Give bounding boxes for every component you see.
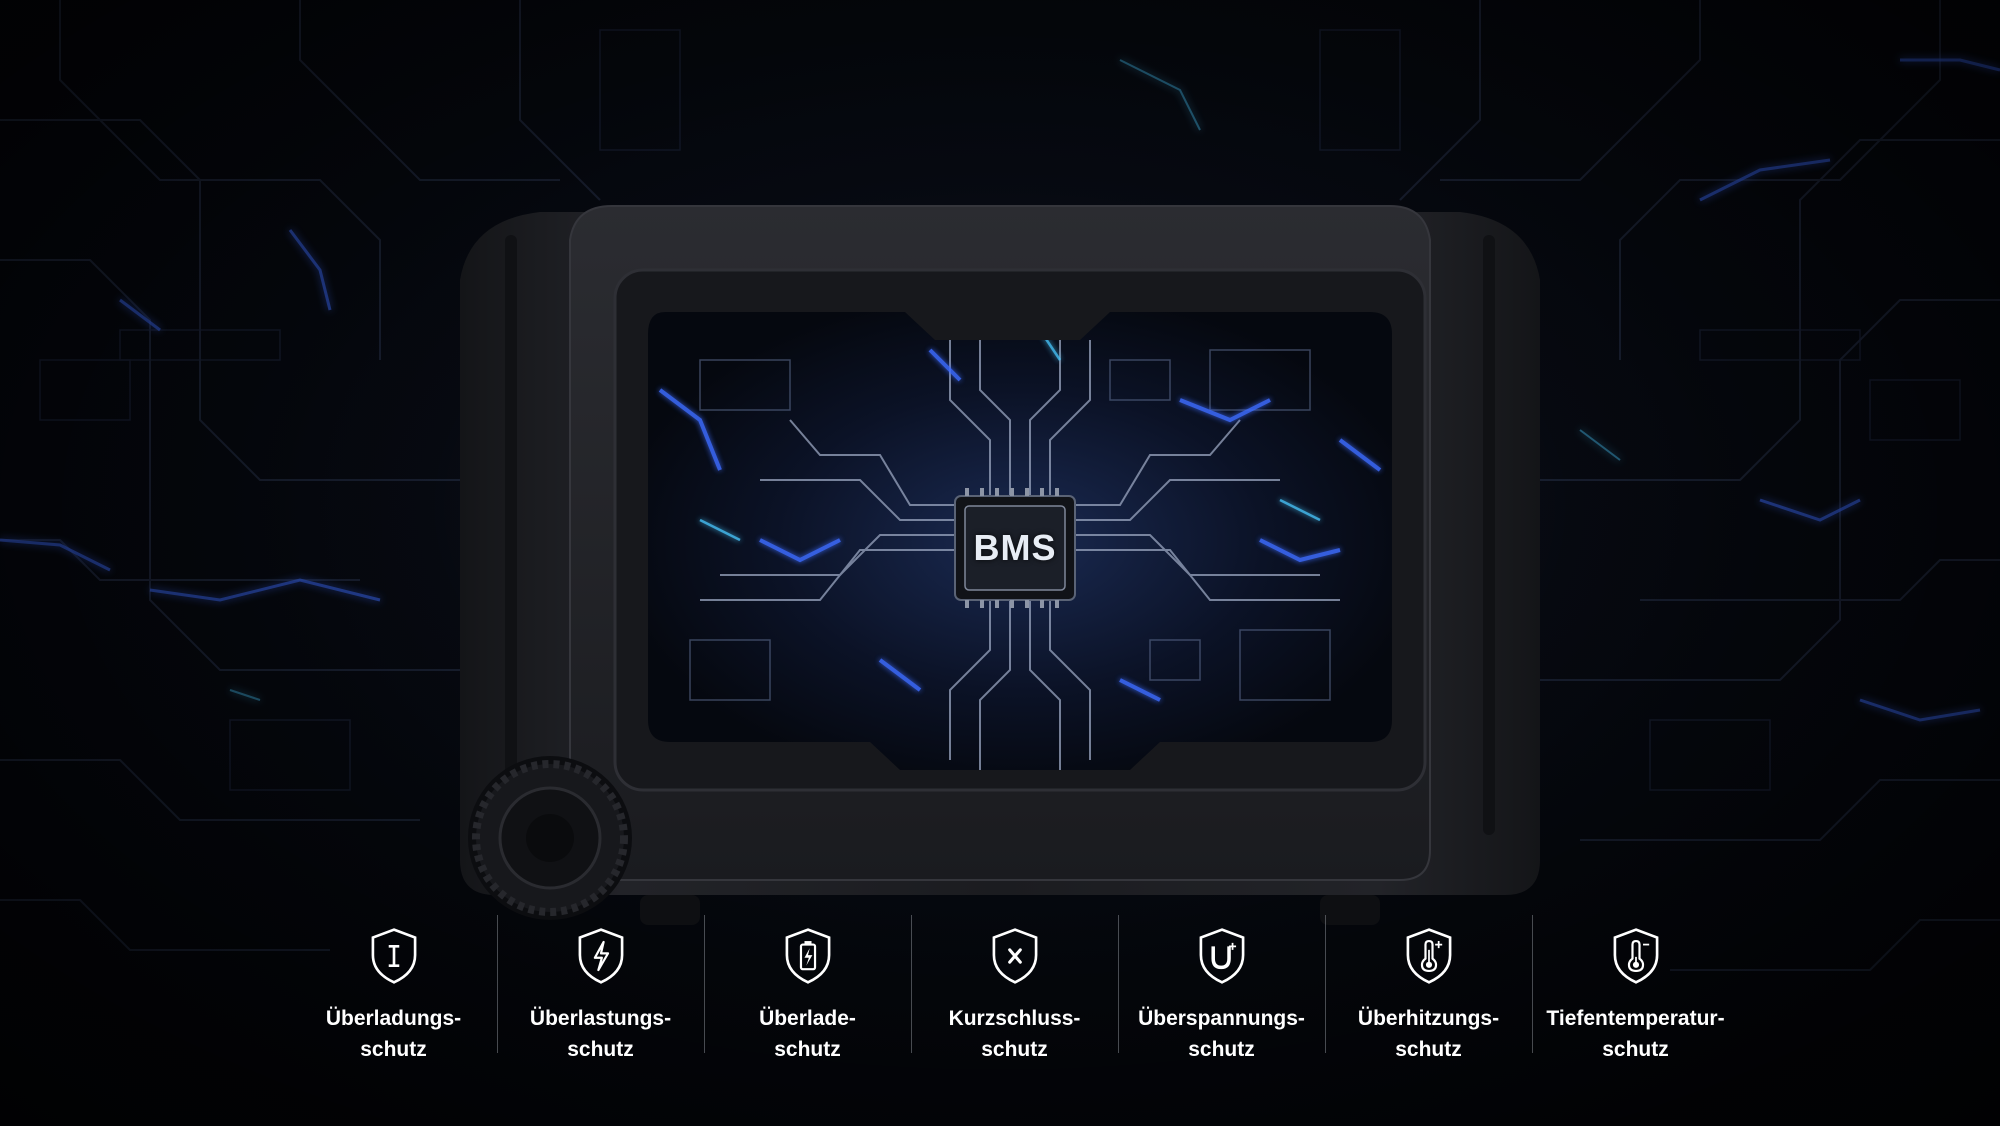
feature-label: Überlastungs- schutz [529, 1007, 672, 1061]
feature-short-circuit-protection: Kurzschluss- schutz [911, 915, 1118, 1065]
feature-label: Kurzschluss- schutz [948, 1007, 1081, 1061]
feature-overheat-protection: Überhitzungs- schutz [1325, 915, 1532, 1065]
battery-charge-shield-icon [785, 928, 830, 984]
feature-label: Überlade- schutz [759, 1007, 856, 1061]
feature-label: Überladungs- schutz [325, 1007, 462, 1061]
feature-label: Tiefentemperatur- schutz [1546, 1007, 1725, 1061]
feature-label: Überhitzungs- schutz [1357, 1007, 1500, 1061]
overvoltage-shield-icon [1199, 928, 1244, 984]
lightning-shield-icon [578, 928, 623, 984]
short-circuit-shield-icon [992, 928, 1037, 984]
feature-overcharge-protection: Überladungs- schutz [290, 915, 497, 1065]
feature-charging-protection: Überlade- schutz [704, 915, 911, 1065]
current-shield-icon [371, 928, 416, 984]
low-temperature-shield-icon [1613, 928, 1658, 984]
feature-label: Überspannungs- schutz [1138, 1007, 1305, 1061]
feature-overvoltage-protection: Überspannungs- schutz [1118, 915, 1325, 1065]
protection-features: Überladungs- schutz Überlastungs- schutz [290, 915, 1740, 1065]
feature-overload-protection: Überlastungs- schutz [497, 915, 704, 1065]
overheat-shield-icon [1406, 928, 1451, 984]
bms-chip-label: BMS [973, 527, 1057, 568]
feature-low-temperature-protection: Tiefentemperatur- schutz [1532, 915, 1739, 1065]
